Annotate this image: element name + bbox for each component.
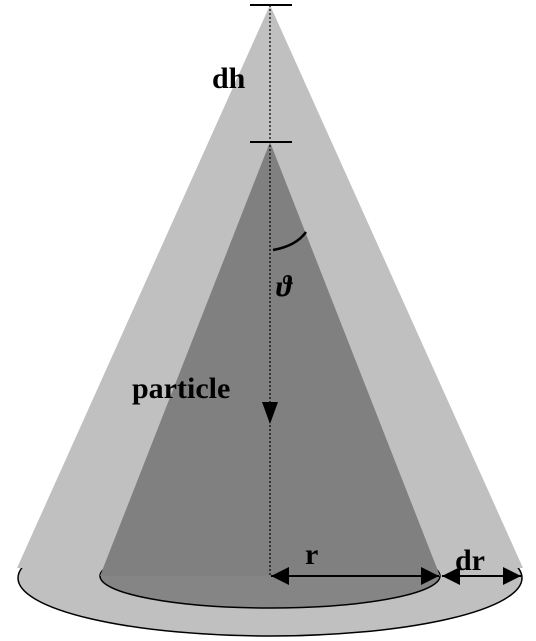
theta-label: ϑ xyxy=(276,270,293,303)
particle-label: particle xyxy=(132,372,230,405)
dh-label: dh xyxy=(212,62,246,95)
particle-arrow-head xyxy=(262,402,278,424)
dr-label: dr xyxy=(455,544,485,577)
angle-arc xyxy=(272,231,308,252)
r-label: r xyxy=(305,538,318,571)
